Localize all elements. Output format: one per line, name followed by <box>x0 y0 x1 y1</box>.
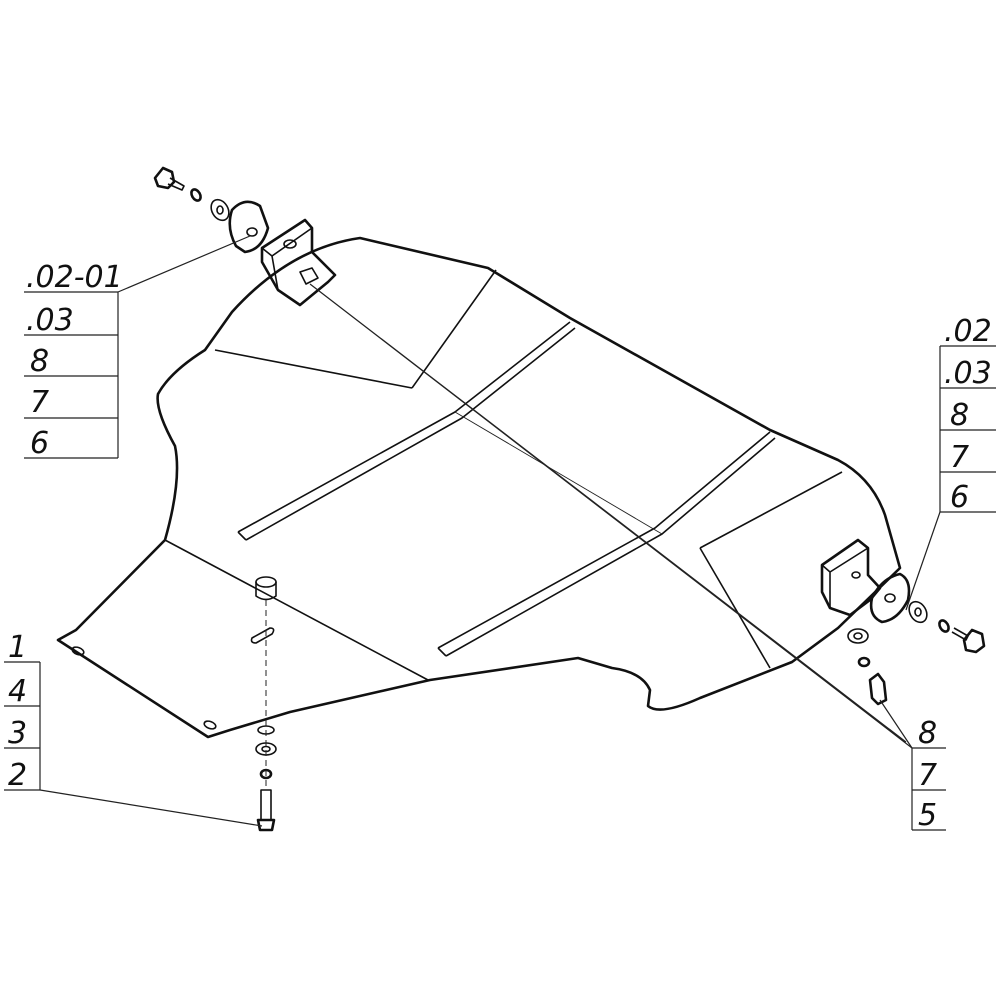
spacer-bushing <box>255 576 277 601</box>
clip-nut-right <box>868 672 888 706</box>
rib-cross-thin <box>454 411 663 535</box>
spring-washer-left <box>190 188 202 202</box>
callout-label: 4 <box>8 674 27 709</box>
mounting-hole <box>71 646 85 656</box>
bend-line-front <box>164 539 429 681</box>
callout-label: .03 <box>944 356 992 391</box>
callout-label: 3 <box>8 716 27 751</box>
bend-line-right-side <box>699 547 771 669</box>
callout-label: 6 <box>30 426 49 461</box>
callout-label: .02 <box>944 314 992 349</box>
bracket-left <box>260 218 337 307</box>
bolt-under-left <box>256 789 276 832</box>
spring-washer-under-right <box>857 656 871 668</box>
callout-stack-top-left: .02-01 .03 8 7 6 <box>24 260 123 461</box>
callout-label: 8 <box>918 716 937 751</box>
mounting-hole <box>203 720 217 730</box>
bend-line-rear <box>214 349 413 389</box>
callout-stack-bottom-left: 1 4 3 2 <box>4 630 41 793</box>
leader-diagonal-cross <box>309 283 913 749</box>
washer-under-right <box>847 628 869 644</box>
leader-right-bolts <box>879 699 913 749</box>
rib-right-upper <box>437 431 776 657</box>
callout-label: .03 <box>26 303 74 338</box>
callout-stack-bottom-right: 8 7 5 <box>912 716 946 833</box>
leader-right <box>905 511 941 611</box>
skid-plate-outline <box>56 236 902 739</box>
callout-label: 1 <box>8 630 27 665</box>
bend-line-upper-left <box>411 269 497 389</box>
washer-left <box>210 198 230 222</box>
bolt-left <box>153 166 185 191</box>
slot-hole <box>250 627 275 644</box>
rib-left-upper <box>237 321 576 541</box>
callout-label: 5 <box>918 798 937 833</box>
bend-line-upper-right <box>699 471 843 549</box>
callout-label: 8 <box>30 344 49 379</box>
callout-label: 7 <box>950 440 969 475</box>
callout-label: 7 <box>918 758 937 793</box>
callout-label: 2 <box>8 758 27 793</box>
leader-top-left <box>117 235 251 458</box>
bolt-right <box>951 627 986 654</box>
callout-label: 8 <box>950 398 969 433</box>
washer-right <box>908 600 928 624</box>
callout-label: 6 <box>950 480 969 515</box>
plate-washer-left <box>228 200 270 254</box>
callout-label: 7 <box>30 385 49 420</box>
callout-stack-right: .02 .03 8 7 6 <box>939 314 996 515</box>
callout-label: .02-01 <box>26 260 123 295</box>
plate-washer-right <box>869 572 911 624</box>
spring-washer-right <box>938 619 950 633</box>
leader-bottom-left <box>39 789 263 827</box>
